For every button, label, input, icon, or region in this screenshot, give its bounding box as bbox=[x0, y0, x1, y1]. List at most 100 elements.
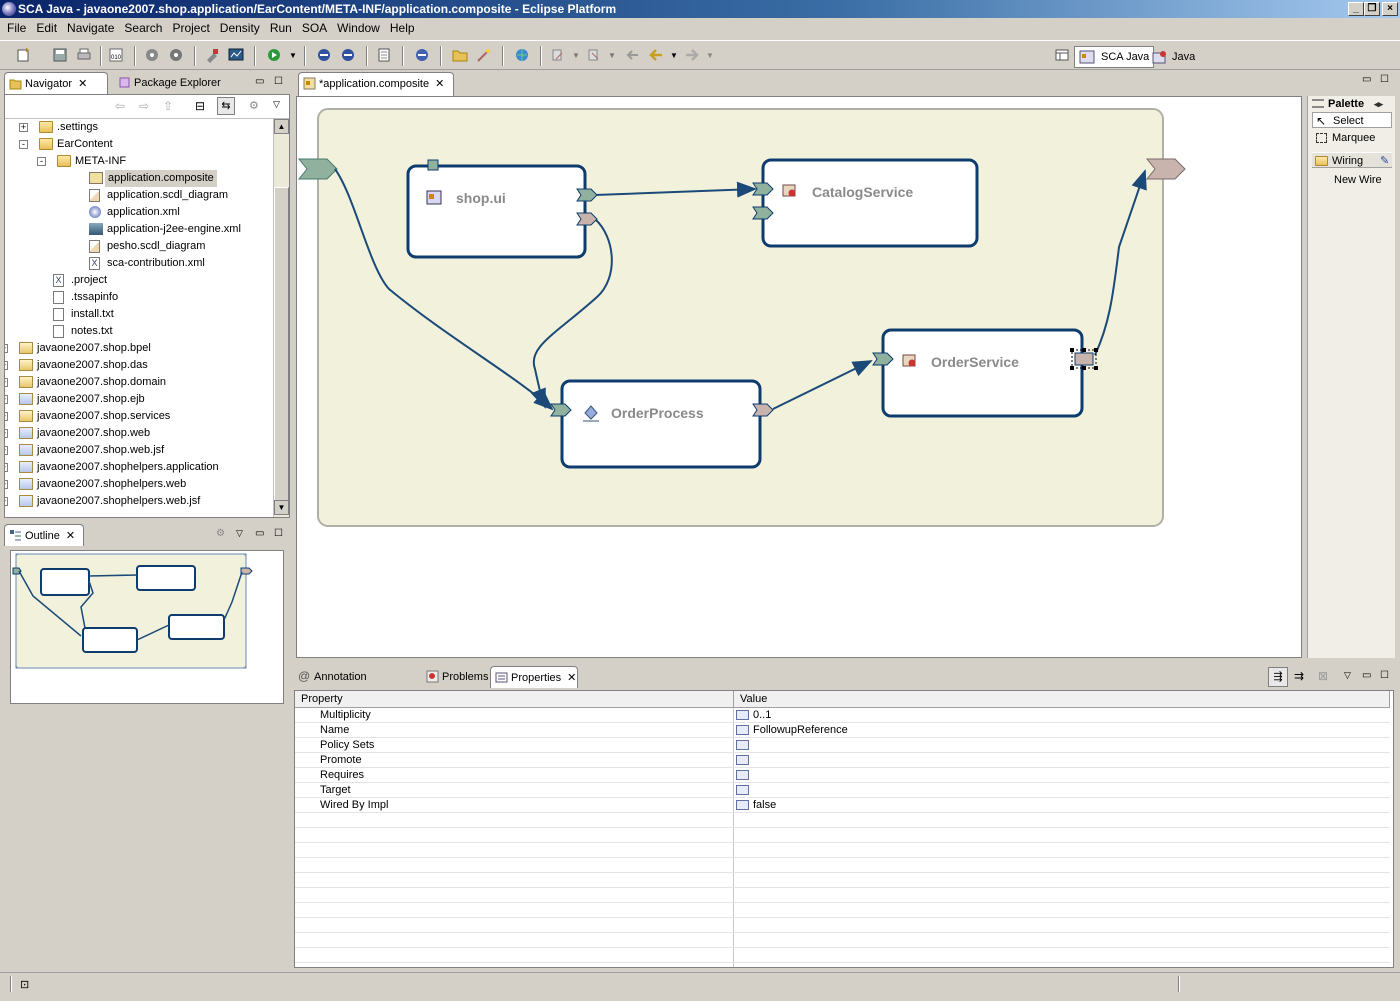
print-icon[interactable] bbox=[76, 47, 92, 63]
outline-filter-icon[interactable]: ⚙ bbox=[216, 528, 225, 539]
tree-expand-toggle[interactable]: + bbox=[5, 412, 8, 421]
tree-item[interactable]: application.xml bbox=[107, 206, 180, 218]
component-shop-ui[interactable]: shop.ui bbox=[406, 159, 598, 259]
forward-dropdown-icon[interactable]: ▼ bbox=[706, 51, 714, 60]
maximize-button[interactable]: ❐ bbox=[1364, 2, 1380, 16]
tree-item[interactable]: javaone2007.shophelpers.web bbox=[37, 478, 187, 490]
tree-expand-toggle[interactable]: + bbox=[5, 446, 8, 455]
java-perspective[interactable]: Java bbox=[1148, 46, 1199, 68]
tree-item[interactable]: javaone2007.shop.services bbox=[37, 410, 171, 422]
tree-expand-toggle[interactable]: + bbox=[5, 463, 8, 472]
back-icon[interactable] bbox=[648, 47, 664, 63]
maximize-navigator-icon[interactable]: ☐ bbox=[274, 76, 283, 87]
show-advanced-icon[interactable]: ⇉ bbox=[1294, 669, 1305, 683]
maximize-properties-icon[interactable]: ☐ bbox=[1380, 670, 1389, 681]
menu-search[interactable]: Search bbox=[124, 21, 163, 35]
build-icon[interactable] bbox=[144, 47, 160, 63]
tab-outline[interactable]: Outline✕ bbox=[4, 524, 84, 546]
tree-item[interactable]: javaone2007.shop.web bbox=[37, 427, 151, 439]
tree-expand-toggle[interactable]: + bbox=[5, 480, 8, 489]
close-properties-icon[interactable]: ✕ bbox=[567, 672, 577, 684]
forward-icon[interactable] bbox=[684, 47, 700, 63]
tree-item[interactable]: EarContent bbox=[57, 138, 113, 150]
tree-expand-toggle[interactable]: + bbox=[5, 378, 8, 387]
close-navigator-icon[interactable]: ✕ bbox=[78, 78, 88, 90]
tree-item[interactable]: install.txt bbox=[71, 308, 114, 320]
minimize-outline-icon[interactable]: ▭ bbox=[255, 528, 265, 539]
tab-navigator[interactable]: Navigator✕ bbox=[4, 72, 108, 94]
close-outline-icon[interactable]: ✕ bbox=[65, 530, 76, 542]
nav-filter-icon[interactable]: ⚙ bbox=[249, 100, 259, 112]
palette-select-tool[interactable]: ↖ Select bbox=[1312, 112, 1392, 128]
open-folder-icon[interactable] bbox=[452, 47, 468, 63]
open-perspective-icon[interactable] bbox=[1054, 47, 1070, 63]
composite-service-chevron[interactable] bbox=[297, 158, 338, 180]
property-row[interactable]: Promote bbox=[295, 753, 1390, 768]
tool-icon[interactable] bbox=[204, 47, 220, 63]
build-all-icon[interactable] bbox=[168, 47, 184, 63]
sca-java-perspective[interactable]: SCA Java bbox=[1074, 46, 1155, 68]
property-value[interactable]: false bbox=[753, 799, 777, 811]
wire-composite-to-orderprocess[interactable] bbox=[334, 168, 554, 411]
property-value[interactable]: FollowupReference bbox=[753, 724, 848, 736]
tree-item[interactable]: javaone2007.shophelpers.application bbox=[37, 461, 219, 473]
tree-expand-toggle[interactable]: - bbox=[37, 157, 46, 166]
tree-expand-toggle[interactable]: + bbox=[5, 497, 8, 506]
menu-edit[interactable]: Edit bbox=[36, 21, 58, 35]
wand-icon[interactable] bbox=[476, 47, 492, 63]
sca-icon-1[interactable] bbox=[316, 47, 332, 63]
pin-icon[interactable]: ✎ bbox=[1380, 155, 1390, 167]
prev-annotation-dropdown-icon[interactable]: ▼ bbox=[608, 51, 616, 60]
column-header-value[interactable]: Value bbox=[734, 691, 1390, 708]
tree-expand-toggle[interactable]: + bbox=[5, 344, 8, 353]
document-icon[interactable] bbox=[376, 47, 392, 63]
menu-run[interactable]: Run bbox=[269, 21, 292, 35]
run-dropdown-icon[interactable]: ▼ bbox=[289, 51, 297, 60]
palette-wiring-drawer[interactable]: Wiring ✎ bbox=[1312, 152, 1392, 168]
tree-item[interactable]: pesho.scdl_diagram bbox=[107, 240, 206, 252]
restore-default-icon[interactable]: ⊠ bbox=[1318, 669, 1329, 683]
binary-icon[interactable]: 010 bbox=[108, 47, 124, 63]
wire-orderprocess-to-orderservice[interactable] bbox=[772, 360, 873, 410]
tree-item[interactable]: javaone2007.shop.das bbox=[37, 359, 148, 371]
menu-soa[interactable]: SOA bbox=[301, 21, 328, 35]
tree-expand-toggle[interactable]: + bbox=[5, 395, 8, 404]
wire-shopui-to-orderprocess[interactable] bbox=[530, 218, 613, 409]
tab-package-explorer[interactable]: Package Explorer bbox=[114, 72, 224, 94]
minimize-navigator-icon[interactable]: ▭ bbox=[255, 76, 265, 87]
tree-item[interactable]: javaone2007.shophelpers.web.jsf bbox=[37, 495, 201, 507]
next-annotation-dropdown-icon[interactable]: ▼ bbox=[572, 51, 580, 60]
maximize-editor-icon[interactable]: ☐ bbox=[1380, 74, 1389, 85]
close-editor-icon[interactable]: ✕ bbox=[435, 78, 445, 90]
tab-problems[interactable]: Problems bbox=[422, 666, 488, 688]
save-icon[interactable] bbox=[52, 47, 68, 63]
palette-header[interactable]: Palette ◂▸ bbox=[1310, 96, 1394, 112]
menu-file[interactable]: File bbox=[7, 21, 27, 35]
composite-reference-chevron[interactable] bbox=[1145, 158, 1186, 180]
column-header-property[interactable]: Property bbox=[295, 691, 734, 708]
tab-properties[interactable]: Properties✕ bbox=[490, 666, 578, 688]
property-row[interactable]: Policy Sets bbox=[295, 738, 1390, 753]
new-icon[interactable] bbox=[16, 47, 32, 63]
nav-menu-icon[interactable]: ▽ bbox=[273, 99, 280, 109]
minimize-properties-icon[interactable]: ▭ bbox=[1362, 670, 1372, 681]
tree-item[interactable]: javaone2007.shop.ejb bbox=[37, 393, 145, 405]
minimize-button[interactable]: _ bbox=[1348, 2, 1364, 16]
close-window-button[interactable]: × bbox=[1382, 2, 1398, 16]
show-categories-icon[interactable]: ⇶ bbox=[1268, 667, 1288, 687]
menu-project[interactable]: Project bbox=[172, 21, 210, 35]
property-row[interactable]: Target bbox=[295, 783, 1390, 798]
tab-annotation-properties[interactable]: @ Annotation Properties bbox=[294, 666, 418, 706]
tree-item[interactable]: javaone2007.shop.bpel bbox=[37, 342, 151, 354]
tree-expand-toggle[interactable]: - bbox=[19, 140, 28, 149]
diagram-canvas[interactable]: shop.ui CatalogService OrderProcess bbox=[296, 96, 1302, 658]
tree-item[interactable]: javaone2007.shop.web.jsf bbox=[37, 444, 165, 456]
tree-expand-toggle[interactable]: + bbox=[5, 429, 8, 438]
property-value[interactable]: 0..1 bbox=[753, 709, 772, 721]
next-annotation-icon[interactable] bbox=[550, 47, 566, 63]
link-editor-icon[interactable]: ⇆ bbox=[217, 97, 235, 115]
last-edit-icon[interactable] bbox=[624, 47, 640, 63]
navigator-scroll-thumb[interactable] bbox=[274, 187, 289, 507]
